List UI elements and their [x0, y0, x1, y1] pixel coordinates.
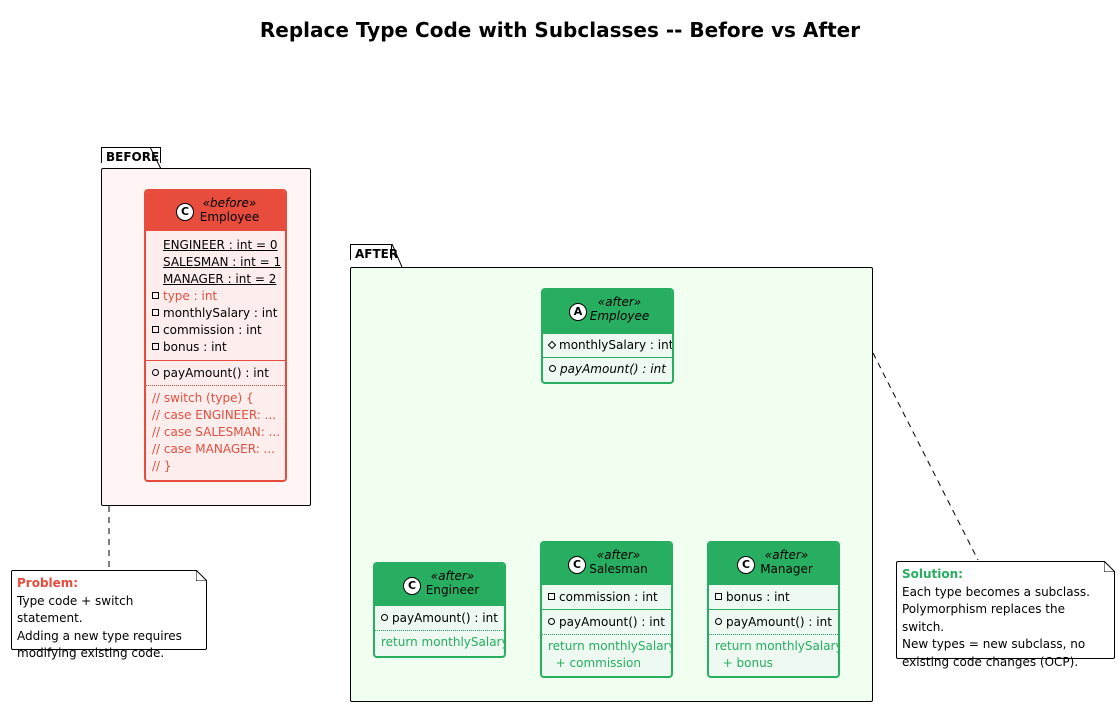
abstract-method-row: payAmount() : int: [543, 361, 672, 378]
solution-line: Polymorphism replaces the switch.: [902, 602, 1065, 634]
field-row: monthlySalary : int: [146, 305, 285, 322]
before-class-name: Employee: [199, 210, 260, 224]
private-icon: [152, 292, 159, 299]
abstract-class-icon: A: [569, 303, 587, 321]
manager-methods: payAmount() : int: [709, 610, 838, 635]
manager-class[interactable]: C «after» Manager bonus : int payAmount(…: [707, 541, 840, 678]
field-row: bonus : int: [709, 589, 838, 606]
code-line: // }: [152, 459, 172, 473]
public-icon: [152, 369, 159, 376]
engineer-code: return monthlySalary: [375, 631, 504, 651]
before-package-tab: BEFORE: [101, 147, 161, 164]
manager-code: return monthlySalary + bonus: [709, 635, 838, 672]
engineer-header: C «after» Engineer: [375, 564, 504, 606]
before-employee-class[interactable]: C «before» Employee ENGINEER : int = 0 S…: [144, 189, 287, 482]
private-icon: [152, 326, 159, 333]
problem-line: Type code + switch statement.: [17, 593, 134, 626]
after-stereotype: «after»: [597, 295, 642, 309]
code-line: // case MANAGER: ...: [152, 442, 275, 456]
protected-icon: [547, 340, 557, 349]
public-icon: [715, 618, 722, 625]
private-icon: [548, 593, 555, 600]
salesman-stereotype: «after»: [596, 548, 641, 562]
field-row: bonus : int: [146, 339, 285, 356]
code-line: // switch (type) {: [152, 391, 254, 405]
after-employee-header: A «after» Employee: [543, 290, 672, 334]
public-icon: [381, 614, 388, 621]
engineer-class[interactable]: C «after» Engineer payAmount() : int ret…: [373, 562, 506, 658]
engineer-name: Engineer: [425, 583, 480, 597]
code-line: return monthlySalary: [548, 639, 673, 653]
method-row: payAmount() : int: [542, 614, 671, 631]
private-icon: [152, 309, 159, 316]
private-icon: [152, 343, 159, 350]
manager-fields: bonus : int: [709, 585, 838, 610]
code-line: // case SALESMAN: ...: [152, 425, 281, 439]
before-code-section: // switch (type) { // case ENGINEER: ...…: [146, 386, 285, 475]
solution-heading: Solution:: [902, 567, 963, 581]
salesman-code: return monthlySalary + commission: [542, 635, 671, 672]
method-row: payAmount() : int: [709, 614, 838, 631]
salesman-name: Salesman: [589, 562, 648, 576]
method-row: payAmount() : int: [375, 610, 504, 627]
type-field: type : int: [146, 288, 285, 305]
public-icon: [549, 365, 556, 372]
code-line: + bonus: [715, 656, 773, 670]
salesman-methods: payAmount() : int: [542, 610, 671, 635]
manager-header: C «after» Manager: [709, 543, 838, 585]
class-c-icon: C: [737, 556, 755, 574]
salesman-class[interactable]: C «after» Salesman commission : int payA…: [540, 541, 673, 678]
diagram-title: Replace Type Code with Subclasses -- Bef…: [259, 18, 861, 42]
before-methods-section: payAmount() : int: [146, 361, 285, 386]
salesman-header: C «after» Salesman: [542, 543, 671, 585]
code-line: return monthlySalary: [715, 639, 840, 653]
static-field: SALESMAN : int = 1: [163, 255, 282, 269]
before-tab-slant: [149, 146, 162, 170]
class-c-icon: C: [176, 203, 194, 221]
field-row: commission : int: [146, 322, 285, 339]
solution-note: Solution: Each type becomes a subclass. …: [896, 561, 1115, 669]
before-package-label: BEFORE: [106, 150, 160, 164]
class-c-icon: C: [403, 577, 421, 595]
solution-line: Each type becomes a subclass.: [902, 584, 1090, 599]
private-icon: [715, 593, 722, 600]
after-employee-methods: payAmount() : int: [543, 358, 672, 378]
problem-line: modifying existing code.: [17, 646, 165, 660]
field-row: commission : int: [542, 589, 671, 606]
public-icon: [548, 618, 555, 625]
problem-note: Problem: Type code + switch statement. A…: [11, 570, 207, 660]
problem-heading: Problem:: [17, 576, 79, 590]
method-row: payAmount() : int: [146, 365, 285, 382]
field-row: monthlySalary : int: [543, 337, 672, 354]
manager-stereotype: «after»: [764, 548, 809, 562]
static-field: MANAGER : int = 2: [163, 272, 277, 286]
solution-line: New types = new subclass, no: [902, 637, 1086, 651]
engineer-methods: payAmount() : int: [375, 606, 504, 631]
after-package-tab: AFTER: [350, 244, 398, 261]
solution-line: existing code changes (OCP).: [902, 654, 1079, 669]
static-field: ENGINEER : int = 0: [163, 238, 278, 252]
problem-line: Adding a new type requires: [17, 628, 182, 643]
class-c-icon: C: [568, 556, 586, 574]
code-line: return monthlySalary: [381, 635, 506, 649]
before-employee-header: C «before» Employee: [146, 191, 285, 231]
manager-name: Manager: [760, 562, 813, 576]
before-fields-section: ENGINEER : int = 0 SALESMAN : int = 1 MA…: [146, 231, 285, 361]
note-fold-icon: [196, 570, 207, 581]
code-line: + commission: [548, 656, 641, 670]
before-stereotype: «before»: [202, 196, 257, 210]
code-line: // case ENGINEER: ...: [152, 408, 277, 422]
after-tab-slant: [391, 243, 403, 268]
note-fold-icon: [1104, 561, 1115, 572]
after-employee-class[interactable]: A «after» Employee monthlySalary : int p…: [541, 288, 674, 384]
solution-note-connector: [872, 352, 979, 561]
salesman-fields: commission : int: [542, 585, 671, 610]
after-employee-fields: monthlySalary : int: [543, 334, 672, 358]
after-package-label: AFTER: [355, 247, 399, 261]
after-employee-name: Employee: [589, 309, 650, 323]
engineer-stereotype: «after»: [430, 569, 475, 583]
